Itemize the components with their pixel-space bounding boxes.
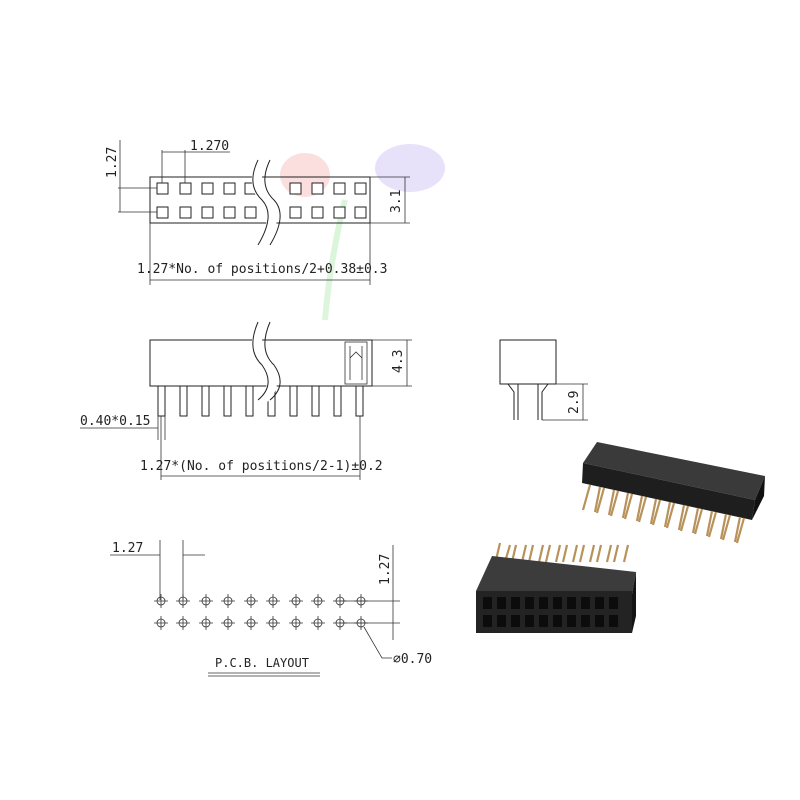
watermark-logo	[280, 144, 445, 321]
side-pin-width-label: 0.40*0.15	[80, 414, 150, 429]
end-view: 2.9	[499, 339, 588, 421]
top-pitch-label: 1.270	[190, 139, 229, 154]
side-view: 4.3 0.40*0.15 1.27*(No. of positions/2-1…	[80, 320, 412, 480]
connector-photo-b	[476, 542, 636, 633]
top-view: 1.270 1.27 3.1 1.27*No. of positions/2+0…	[105, 139, 410, 285]
top-height-label: 3.1	[389, 190, 404, 213]
end-tail-label: 2.9	[567, 391, 582, 414]
top-view-pins	[156, 182, 367, 219]
end-view-housing	[499, 339, 557, 385]
pcb-row-pitch-label: 1.27	[378, 554, 393, 585]
top-row-pitch-label: 1.27	[105, 147, 120, 178]
top-length-formula: 1.27*No. of positions/2+0.38±0.3	[137, 262, 387, 277]
pcb-title: P.C.B. LAYOUT	[215, 656, 309, 670]
pcb-layout: 1.27 1.27	[110, 540, 432, 677]
pcb-holes	[154, 594, 368, 630]
side-view-contact	[344, 341, 368, 385]
side-pin-span-formula: 1.27*(No. of positions/2-1)±0.2	[140, 459, 383, 474]
side-height-label: 4.3	[391, 350, 406, 373]
connector-photo-a	[581, 442, 765, 544]
side-view-pins	[157, 385, 364, 417]
pcb-pitch-label: 1.27	[112, 541, 143, 556]
pcb-hole-label: ⌀0.70	[393, 652, 432, 667]
